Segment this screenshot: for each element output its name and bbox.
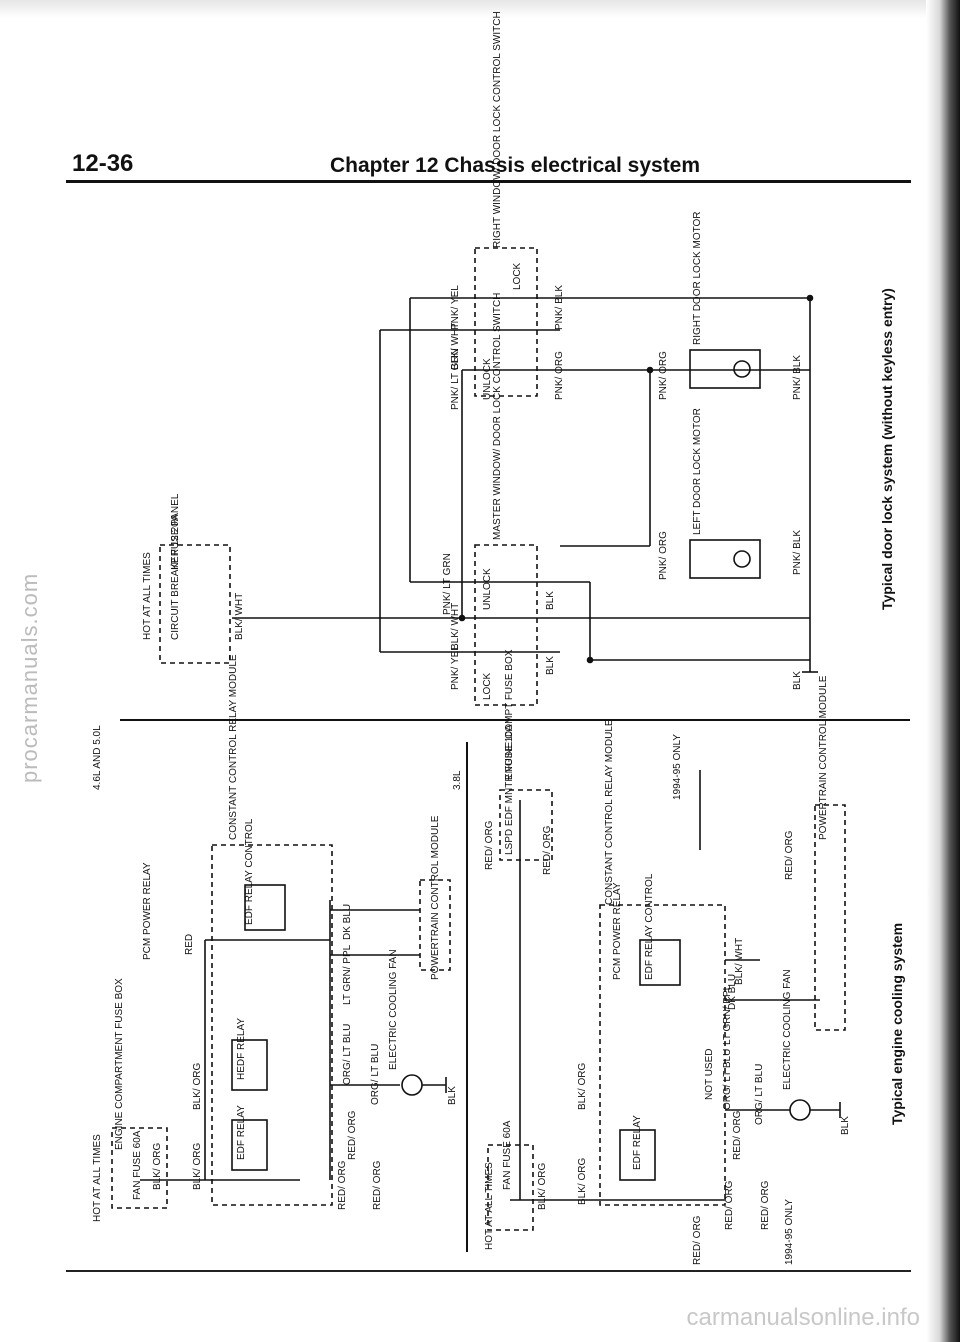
engine-variant-4-6: 4.6L AND 5.0L bbox=[92, 725, 103, 790]
wire-blk-wht-master: BLK/ WHT bbox=[450, 603, 461, 650]
left-red-wire: RED bbox=[184, 934, 195, 955]
right-red-org-5: RED/ ORG bbox=[760, 1180, 771, 1230]
right-red-org-7: RED/ ORG bbox=[692, 1215, 703, 1265]
cooling-labels: 4.6L AND 5.0L HOT AT ALL TIMES ENGINE CO… bbox=[92, 649, 905, 1265]
left-pcm-power-relay: PCM POWER RELAY bbox=[142, 862, 153, 960]
left-lt-grn-ppl: LT GRN/ PPL bbox=[342, 944, 353, 1005]
page-binding-edge bbox=[926, 0, 960, 1342]
wire-pnk-org-left-motor: PNK/ ORG bbox=[658, 531, 669, 580]
wire-pnk-blk-left-motor: PNK/ BLK bbox=[792, 530, 803, 575]
left-edf-relay: EDF RELAY bbox=[236, 1105, 247, 1160]
right-switch-label: RIGHT WINDOW/ DOOR LOCK CONTROL SWITCH bbox=[492, 11, 503, 248]
left-dk-blu: DK BLU bbox=[342, 904, 353, 940]
left-powertrain-module: POWERTRAIN CONTROL MODULE bbox=[430, 815, 441, 980]
right-blk-ground: BLK bbox=[840, 1116, 851, 1135]
master-lock-label: LOCK bbox=[482, 672, 493, 700]
ip-fuse-panel-label: I/P FUSE PANEL bbox=[170, 493, 181, 570]
left-edf-relay-control: EDF RELAY CONTROL bbox=[244, 818, 255, 925]
left-red-org-2: RED/ ORG bbox=[347, 1110, 358, 1160]
right-lock-label: LOCK bbox=[512, 262, 523, 290]
door-lock-diagram bbox=[159, 247, 818, 706]
header-rule bbox=[66, 180, 911, 183]
door-lock-caption: Typical door lock system (without keyles… bbox=[879, 288, 895, 610]
page-header: 12-36 Chapter 12 Chassis electrical syst… bbox=[66, 150, 911, 190]
right-motor-label: RIGHT DOOR LOCK MOTOR bbox=[692, 211, 703, 345]
cooling-caption: Typical engine cooling system bbox=[889, 923, 905, 1125]
right-blk-org-3: BLK/ ORG bbox=[577, 1158, 588, 1205]
right-red-org-3: RED/ ORG bbox=[724, 1180, 735, 1230]
master-switch-label: MASTER WINDOW/ DOOR LOCK CONTROL SWITCH bbox=[492, 293, 503, 540]
page-number: 12-36 bbox=[72, 150, 134, 177]
wire-blk-master: BLK bbox=[545, 591, 556, 610]
cooling-divider bbox=[466, 742, 468, 1252]
right-powertrain-module: POWERTRAIN CONTROL MODULE bbox=[818, 675, 829, 840]
left-red-org-1: RED/ ORG bbox=[337, 1160, 348, 1210]
left-org-lt-blu-2: ORG/ LT BLU bbox=[370, 1044, 381, 1105]
circuit-breaker-label: CIRCUIT BREAKER 12 20A bbox=[170, 514, 181, 640]
chapter-title: Chapter 12 Chassis electrical system bbox=[330, 154, 701, 177]
right-red-org-2: RED/ ORG bbox=[542, 825, 553, 875]
right-edf-relay-control: EDF RELAY CONTROL bbox=[644, 873, 655, 980]
right-years-bottom: 1994-95 ONLY bbox=[784, 1199, 795, 1265]
right-not-used: NOT USED bbox=[704, 1049, 715, 1101]
left-motor-label: LEFT DOOR LOCK MOTOR bbox=[692, 408, 703, 535]
right-unlock-label: UNLOCK bbox=[482, 358, 493, 400]
master-unlock-label: UNLOCK bbox=[482, 568, 493, 610]
left-blk-ground: BLK bbox=[447, 1086, 458, 1105]
wire-pnk-yel-master: PNK/ YEL bbox=[450, 645, 461, 690]
right-electric-fan: ELECTRIC COOLING FAN bbox=[782, 969, 793, 1090]
engine-variant-3-8: 3.8L bbox=[452, 770, 463, 790]
page-shadow bbox=[0, 0, 960, 18]
wire-pnk-lt-grn-right: PNK/ LT GRN bbox=[450, 348, 461, 410]
left-fan-fuse: FAN FUSE 60A bbox=[132, 1130, 143, 1200]
left-blk-org-2: BLK/ ORG bbox=[152, 1143, 163, 1190]
left-hedf-relay: HEDF RELAY bbox=[236, 1018, 247, 1080]
wire-pnk-yel-right: PNK/ YEL bbox=[450, 285, 461, 330]
right-blk-wht: BLK/ WHT bbox=[734, 938, 745, 985]
right-lspd-fuse: LSPD EDF MNTR FUSE 10A bbox=[504, 724, 515, 855]
wire-pnk-blk-right-motor: PNK/ BLK bbox=[792, 355, 803, 400]
right-edf-relay: EDF RELAY bbox=[632, 1115, 643, 1170]
left-org-lt-blu-1: ORG/ LT BLU bbox=[342, 1024, 353, 1085]
right-engine-compt-box: ENGINE COMPT FUSE BOX bbox=[504, 649, 515, 780]
right-red-org-6: RED/ ORG bbox=[784, 830, 795, 880]
right-red-org-4: RED/ ORG bbox=[732, 1110, 743, 1160]
right-blk-org-1: BLK/ ORG bbox=[537, 1163, 548, 1210]
left-blk-org-1: BLK/ ORG bbox=[192, 1063, 203, 1110]
right-pcm-power-relay: PCM POWER RELAY bbox=[612, 882, 623, 980]
wire-pnk-lt-grn-master: PNK/ LT GRN bbox=[442, 553, 453, 615]
wire-pnk-org-right-motor: PNK/ ORG bbox=[658, 351, 669, 400]
section-divider bbox=[120, 719, 910, 721]
wire-pnk-org-right: PNK/ ORG bbox=[554, 351, 565, 400]
wire-blk-wht-right: BLK/ WHT bbox=[450, 323, 461, 370]
left-constant-control: CONSTANT CONTROL RELAY MODULE bbox=[228, 654, 239, 840]
right-fan-fuse: FAN FUSE 60A bbox=[502, 1120, 513, 1190]
hot-at-all-times-label: HOT AT ALL TIMES bbox=[142, 552, 153, 640]
left-electric-fan: ELECTRIC COOLING FAN bbox=[388, 949, 399, 1070]
right-dk-blu: DK BLU bbox=[727, 974, 738, 1010]
left-red-org-3: RED/ ORG bbox=[372, 1160, 383, 1210]
cooling-diagram bbox=[111, 770, 846, 1231]
right-constant-control: CONSTANT CONTROL RELAY MODULE bbox=[604, 719, 615, 905]
wire-blk-ground: BLK bbox=[792, 671, 803, 690]
door-lock-labels: HOT AT ALL TIMES CIRCUIT BREAKER 12 20A … bbox=[142, 11, 895, 700]
right-org-lt-blu-2: ORG/ LT BLU bbox=[754, 1064, 765, 1125]
left-hot-at-all-times: HOT AT ALL TIMES bbox=[92, 1134, 103, 1222]
right-org-lt-blu-1: ORG/ LT BLU bbox=[722, 1049, 733, 1110]
footer-rule bbox=[66, 1270, 911, 1272]
right-years-top: 1994-95 ONLY bbox=[672, 734, 683, 800]
right-red-org-top: RED/ ORG bbox=[484, 820, 495, 870]
wire-pnk-blk-right: PNK/ BLK bbox=[554, 285, 565, 330]
right-lt-grn-ppl: LT GRN/ PPL bbox=[722, 984, 733, 1045]
left-engine-fuse-box: ENGINE COMPARTMENT FUSE BOX bbox=[114, 978, 125, 1150]
right-blk-org-2: BLK/ ORG bbox=[577, 1063, 588, 1110]
breaker-wire-label: BLK/ WHT bbox=[234, 593, 245, 640]
wire-blk-master-2: BLK bbox=[545, 656, 556, 675]
left-blk-org-3: BLK/ ORG bbox=[192, 1143, 203, 1190]
right-hot-at-all-times: HOT AT ALL TIMES bbox=[484, 1162, 495, 1250]
watermark-bottom: carmanualsonline.info bbox=[686, 1304, 920, 1331]
